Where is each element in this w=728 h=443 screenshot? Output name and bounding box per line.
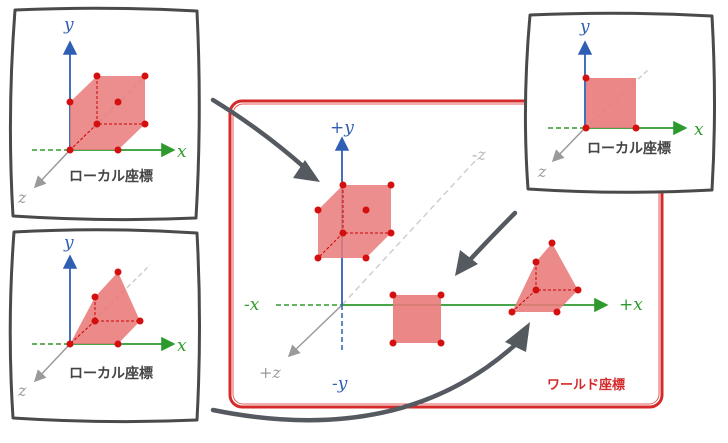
transform-arrow-pyramid bbox=[210, 322, 530, 423]
local3-z-label: z bbox=[537, 162, 547, 181]
local1-y-label: y bbox=[63, 15, 74, 35]
local3-y-label: y bbox=[579, 17, 590, 37]
local-square bbox=[582, 74, 640, 132]
local1-z-label: z bbox=[17, 188, 27, 207]
local-panel-square: y x z ローカル座標 bbox=[523, 11, 716, 194]
local-panel-pyramid: y x z ローカル座標 bbox=[8, 228, 201, 424]
world-pyramid bbox=[508, 239, 582, 316]
world-minus-x-label: -x bbox=[244, 295, 260, 315]
world-cube bbox=[314, 181, 395, 262]
local-pyramid bbox=[66, 268, 144, 348]
world-coordinates-label: ワールド座標 bbox=[547, 377, 625, 393]
local1-x-label: x bbox=[177, 142, 187, 162]
world-plus-x-label: +x bbox=[619, 295, 643, 315]
transform-arrow-cube bbox=[210, 97, 320, 182]
world-minus-y-label: -y bbox=[332, 374, 348, 394]
transform-arrow-square bbox=[455, 210, 518, 276]
world-plus-z-label: +z bbox=[259, 363, 281, 382]
local2-z-label: z bbox=[17, 381, 27, 400]
world-minus-z-label: -z bbox=[472, 145, 486, 164]
world-square bbox=[389, 291, 445, 347]
local2-y-label: y bbox=[63, 233, 74, 253]
local-panel-cube: y x z ローカル座標 bbox=[8, 6, 201, 222]
local3-coordinates-label: ローカル座標 bbox=[587, 140, 671, 157]
world-plus-y-label: +y bbox=[330, 118, 354, 138]
local2-coordinates-label: ローカル座標 bbox=[69, 365, 153, 382]
local2-x-label: x bbox=[177, 336, 187, 356]
world-coordinate-frame bbox=[228, 99, 664, 409]
local1-coordinates-label: ローカル座標 bbox=[69, 168, 153, 185]
local3-x-label: x bbox=[694, 120, 704, 140]
local-cube bbox=[66, 72, 149, 154]
